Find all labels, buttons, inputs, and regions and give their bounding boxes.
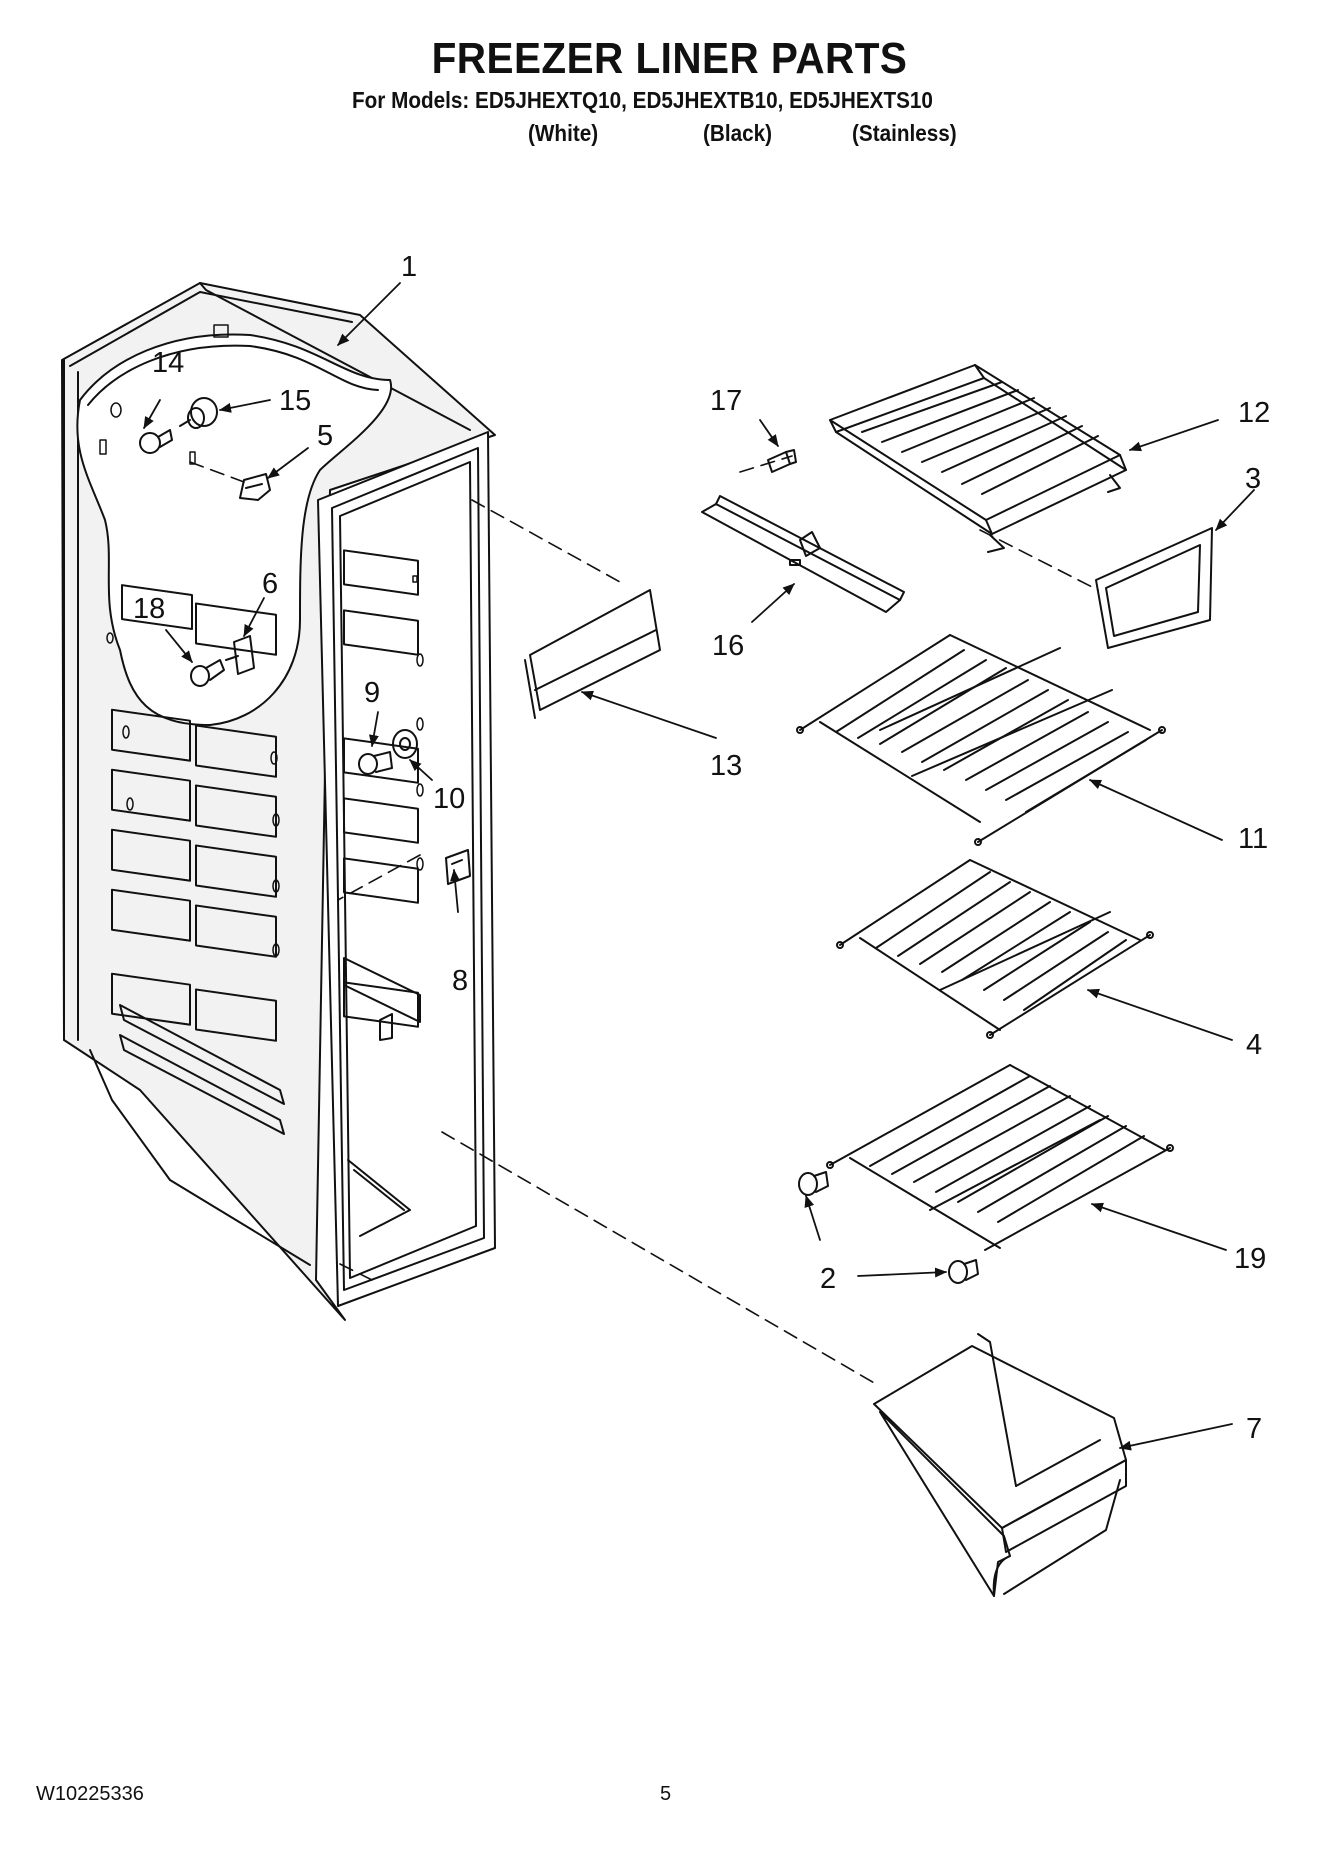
- rail-part-16: [701, 495, 905, 613]
- page-title: FREEZER LINER PARTS: [431, 34, 908, 83]
- callout-labels: 1 14 15 5 18 6 9 10 8 13 17 16 12 3 11 4…: [133, 251, 1270, 1445]
- clip-part-5: [239, 473, 271, 501]
- cover-part-13: [524, 589, 661, 719]
- screw-part-9: [358, 751, 393, 775]
- wire-shelf-part-4: [836, 859, 1154, 1039]
- callout-16: 16: [712, 630, 744, 662]
- freezer-liner: [61, 282, 496, 1321]
- page-number: 5: [660, 1783, 672, 1805]
- wire-shelf-part-11: [796, 634, 1166, 846]
- callout-3: 3: [1245, 463, 1261, 495]
- callout-5: 5: [317, 420, 333, 452]
- callout-9: 9: [364, 677, 380, 709]
- callout-14: 14: [152, 347, 184, 379]
- variant-black: (Black): [703, 120, 773, 146]
- variant-white: (White): [528, 120, 599, 146]
- callout-19: 19: [1234, 1243, 1266, 1275]
- document-number: W10225336: [36, 1783, 144, 1805]
- switch-part-8: [445, 849, 471, 885]
- callout-8: 8: [452, 965, 468, 997]
- callout-10: 10: [433, 783, 465, 815]
- bumper-part-2b: [948, 1259, 979, 1284]
- damper-part-10: [392, 729, 418, 759]
- leader-lines: [143, 282, 1255, 1451]
- bumper-part-2a: [798, 1171, 829, 1196]
- callout-17: 17: [710, 385, 742, 417]
- shelf-part-12: [829, 364, 1127, 553]
- callout-7: 7: [1246, 1413, 1262, 1445]
- callout-4: 4: [1246, 1029, 1262, 1061]
- callout-11: 11: [1238, 823, 1268, 855]
- variant-stainless: (Stainless): [852, 120, 957, 146]
- assembly-guide-lines: [189, 455, 1099, 1385]
- light-bulb-part-14: [139, 429, 173, 454]
- screw-part-17: [767, 449, 797, 473]
- callout-1: 1: [401, 251, 417, 283]
- callout-2: 2: [820, 1263, 836, 1295]
- wire-shelf-part-19: [826, 1064, 1174, 1251]
- bin-part-7: [873, 1333, 1127, 1597]
- callout-18: 18: [133, 593, 165, 625]
- callout-6: 6: [262, 568, 278, 600]
- light-socket-part-15: [179, 397, 218, 429]
- models-line: For Models: ED5JHEXTQ10, ED5JHEXTB10, ED…: [352, 87, 933, 113]
- callout-12: 12: [1238, 397, 1270, 429]
- callout-13: 13: [710, 750, 742, 782]
- callout-15: 15: [279, 385, 311, 417]
- frame-part-3: [1095, 527, 1213, 649]
- bracket-part-6: [225, 635, 255, 675]
- screw-part-18: [190, 659, 225, 687]
